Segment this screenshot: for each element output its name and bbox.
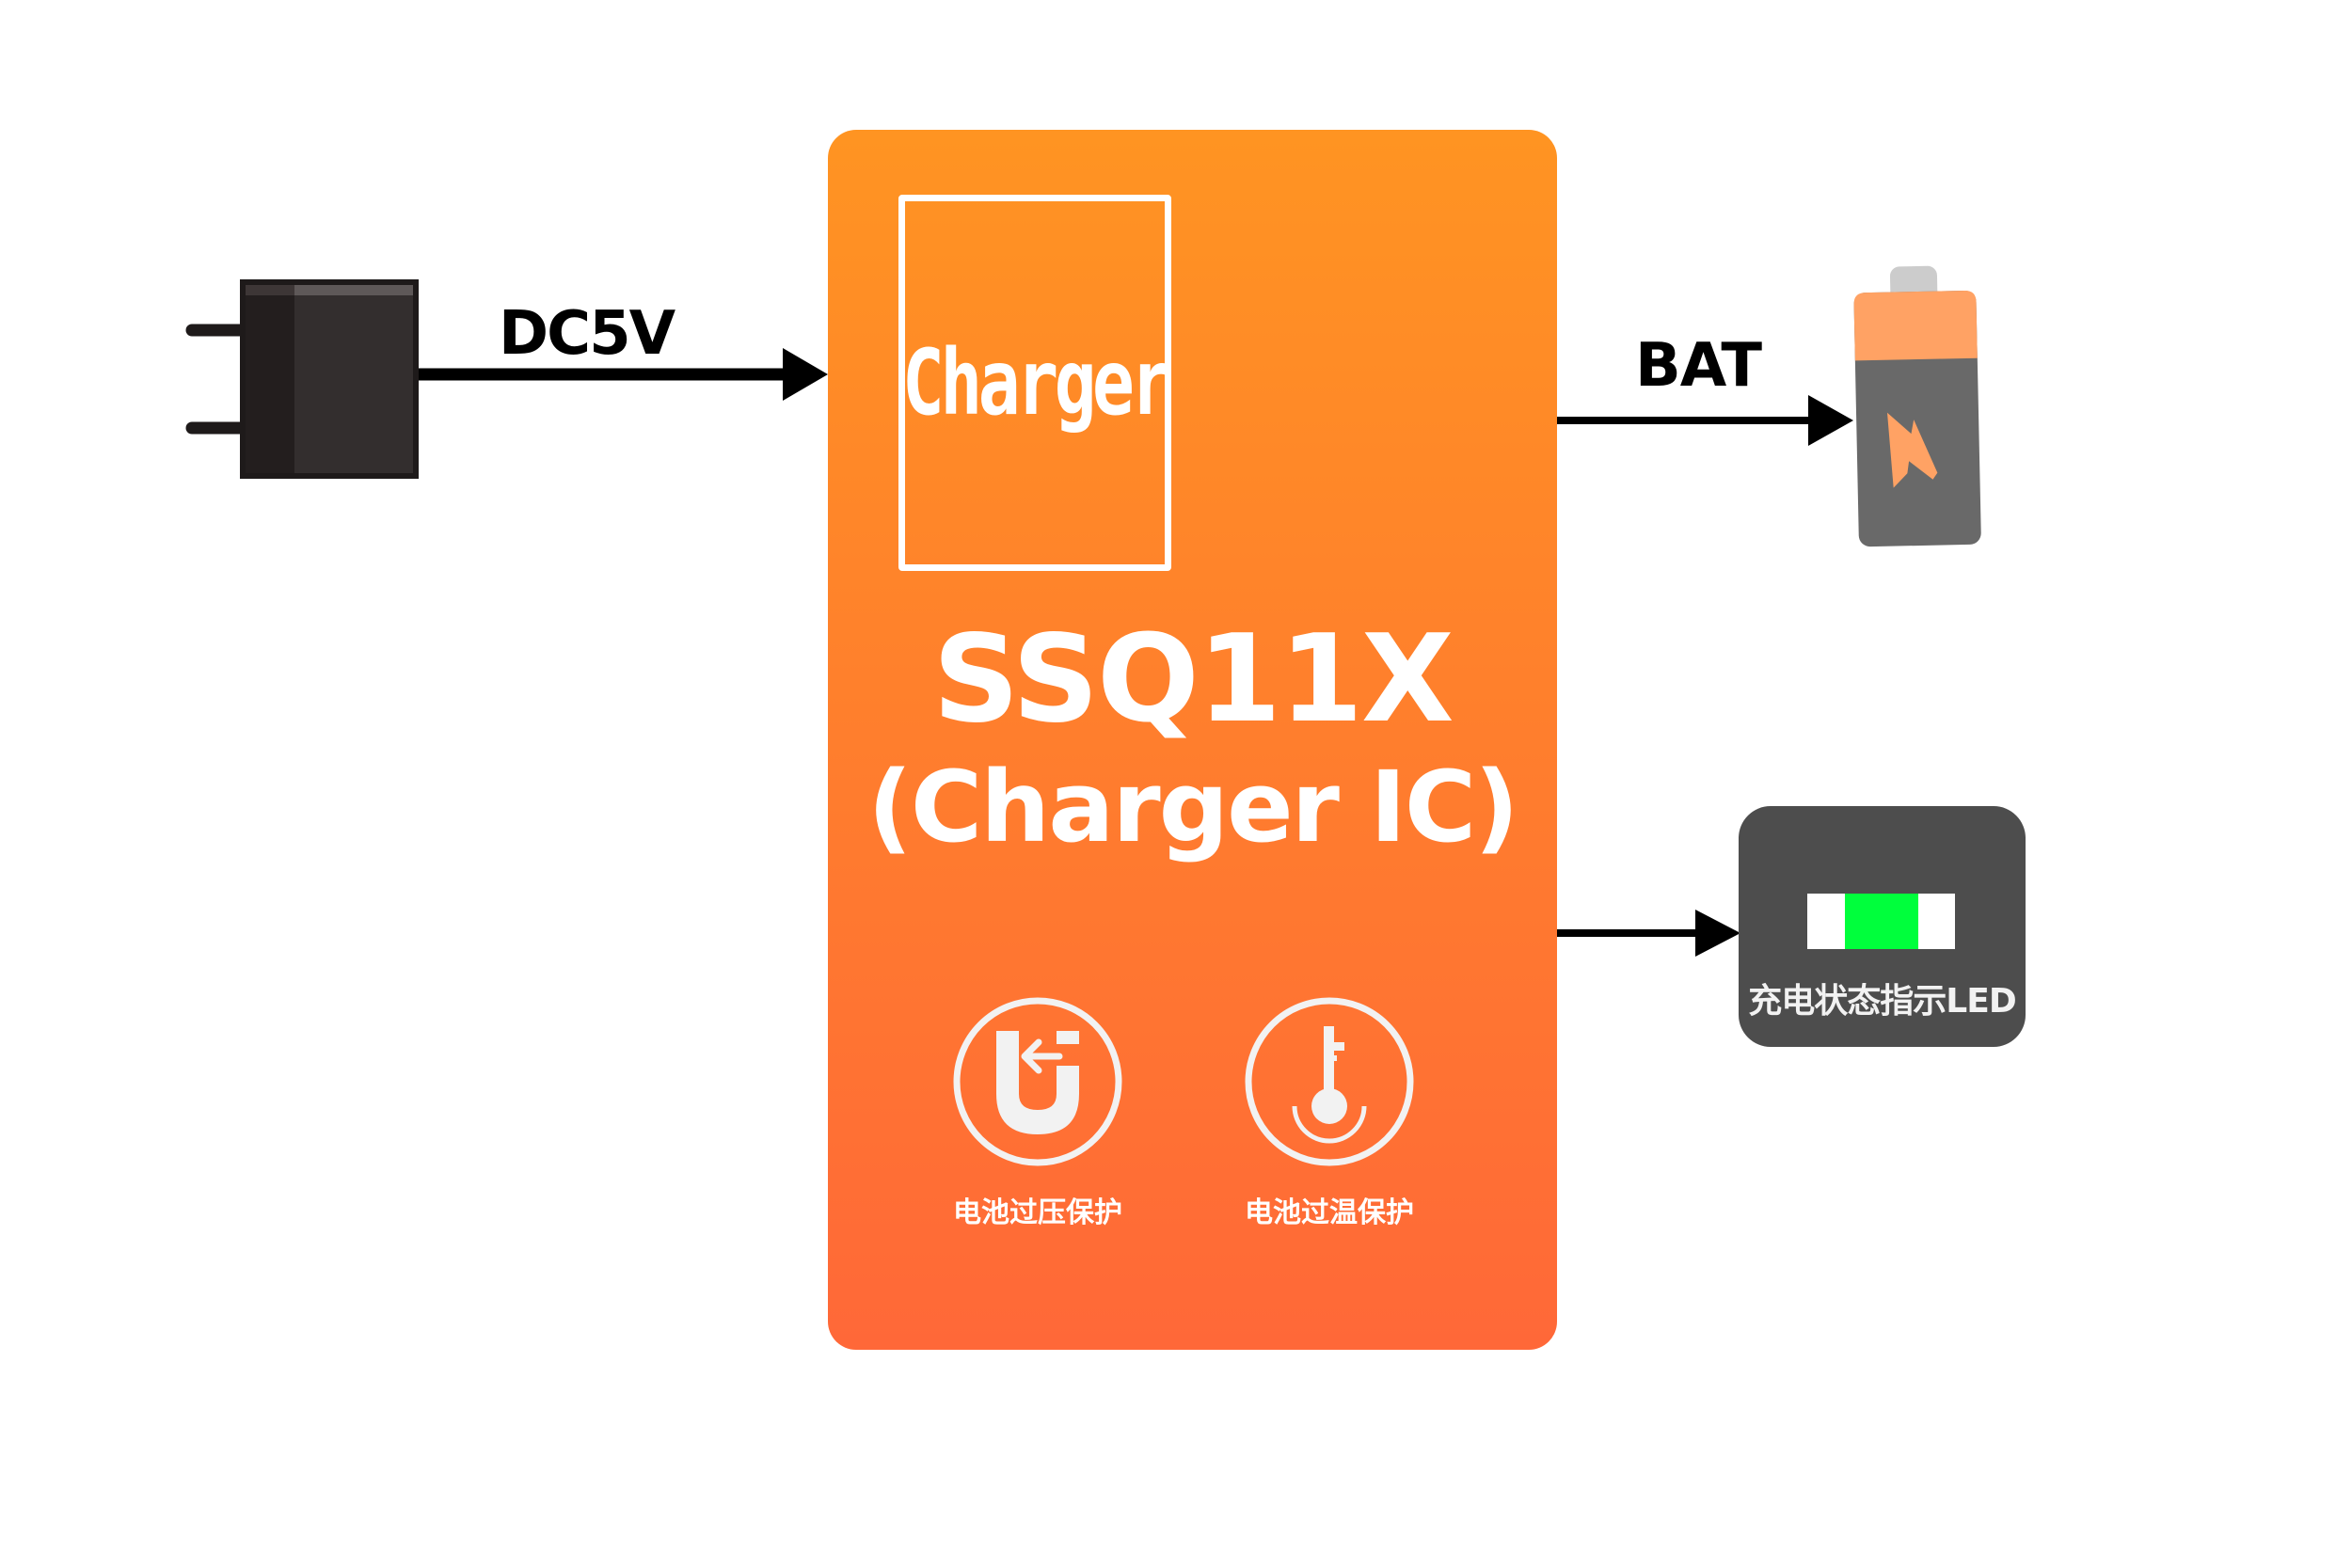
chip-name: SSQ11X: [932, 610, 1454, 750]
battery-charging-icon: [1853, 265, 1981, 547]
led-output-arrow: [1557, 910, 1740, 957]
led-indicator-block: 充电状态指示LED: [1739, 806, 2026, 1047]
temperature-probe-icon: [1245, 997, 1414, 1166]
bat-output-arrow: [1557, 395, 1853, 446]
led-green-segment: [1845, 894, 1918, 949]
overvoltage-magnet-icon: [953, 997, 1122, 1166]
dc-input-arrow: [419, 348, 828, 401]
charger-ic-block: Charger SSQ11X (Charger IC) 电池过压保护 电池过温保…: [828, 130, 1557, 1350]
dc-input-label: DC5V: [499, 299, 675, 369]
led-indicator-label: 充电状态指示LED: [1748, 982, 2016, 1021]
bat-output-label: BAT: [1635, 331, 1762, 401]
chip-subtitle: (Charger IC): [867, 750, 1518, 864]
feature-overvoltage: 电池过压保护: [915, 995, 1160, 1230]
charger-badge-text: Charger: [901, 330, 1172, 436]
charger-badge: Charger: [898, 195, 1172, 571]
power-adapter-plug-icon: [185, 279, 419, 479]
feature-overtemperature: 电池过温保护: [1207, 995, 1452, 1230]
led-indicator-icon: [1807, 894, 1955, 949]
feature-overvoltage-label: 电池过压保护: [953, 1196, 1122, 1229]
feature-overtemperature-label: 电池过温保护: [1245, 1196, 1414, 1229]
